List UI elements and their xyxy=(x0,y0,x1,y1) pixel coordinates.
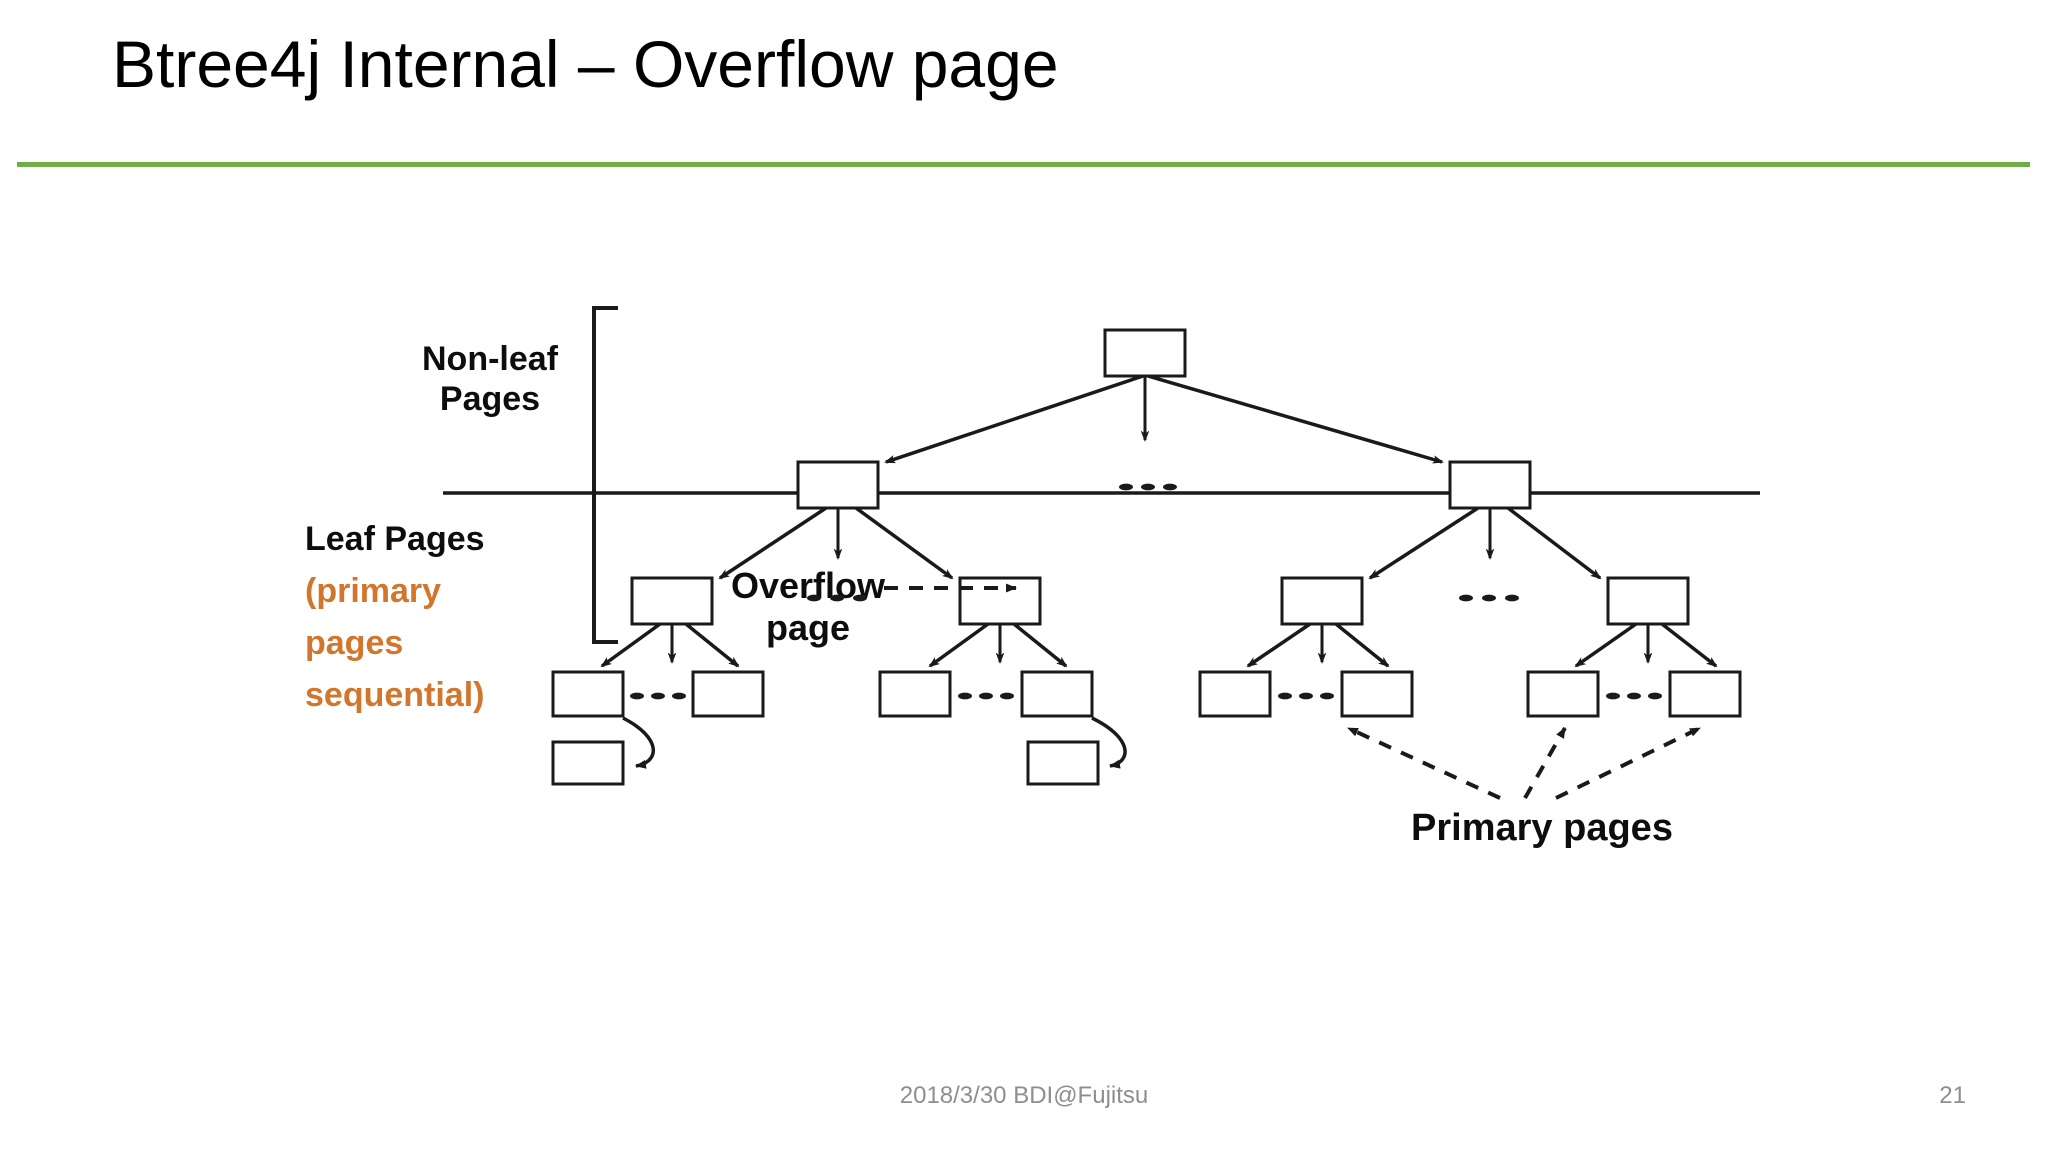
overflow-page-label-line2: page xyxy=(766,607,850,648)
tree-edges-to-leaf-1 xyxy=(602,622,738,668)
leaf-page-3b xyxy=(1340,670,1414,718)
ellipsis-leaf-3 xyxy=(1278,692,1334,700)
leaf-page-3a xyxy=(1198,670,1272,718)
node-nonleaf-3 xyxy=(1280,576,1364,626)
page-title: Btree4j Internal – Overflow page xyxy=(112,27,1059,101)
non-leaf-bracket xyxy=(592,306,618,644)
node-root xyxy=(1103,328,1187,378)
node-internal-left xyxy=(796,460,880,510)
node-nonleaf-1 xyxy=(630,576,714,626)
leaf-pages-label: Leaf Pages xyxy=(305,520,485,558)
leaf-page-4a xyxy=(1526,670,1600,718)
ellipsis-leaf-4 xyxy=(1606,692,1662,700)
footer-page-number: 21 xyxy=(1939,1082,1966,1109)
node-nonleaf-2 xyxy=(958,576,1042,626)
leaf-pages-note-line2: pages xyxy=(305,624,403,662)
leaf-pages-note-line3: sequential) xyxy=(305,676,484,714)
leaf-page-2b xyxy=(1020,670,1094,718)
leaf-page-2a xyxy=(878,670,952,718)
tree-edges-to-leaf-2 xyxy=(930,622,1066,668)
overflow-page-box-2 xyxy=(1026,740,1100,786)
tree-edges-level2-left xyxy=(720,506,952,580)
tree-edges-to-leaf-3 xyxy=(1248,622,1388,668)
ellipsis-level2-right xyxy=(1459,594,1519,602)
leaf-pages-note-line1: (primary xyxy=(305,572,441,610)
title-underline-rule xyxy=(17,162,2030,167)
primary-pages-callout-arrows xyxy=(1347,726,1701,800)
leaf-page-1b xyxy=(691,670,765,718)
footer-date: 2018/3/30 BDI@Fujitsu xyxy=(899,1082,1149,1109)
node-internal-right xyxy=(1448,460,1532,510)
overflow-link-curve-1 xyxy=(622,716,655,769)
btree-overflow-diagram: Non-leaf Pages Leaf Pages (primary pages… xyxy=(0,190,2048,890)
non-leaf-label-line1: Non-leaf xyxy=(422,340,559,378)
overflow-link-curve-2 xyxy=(1091,716,1127,769)
tree-edges-to-leaf-4 xyxy=(1576,622,1716,668)
ellipsis-leaf-2 xyxy=(958,692,1014,700)
ellipsis-level2-left xyxy=(807,594,867,602)
ellipsis-root xyxy=(1119,483,1177,491)
tree-edges-level1 xyxy=(886,374,1442,464)
non-leaf-label-line2: Pages xyxy=(440,380,540,418)
leaf-page-4b xyxy=(1668,670,1742,718)
primary-pages-label: Primary pages xyxy=(1411,807,1673,849)
tree-edges-level2-right xyxy=(1370,506,1600,580)
node-nonleaf-4 xyxy=(1606,576,1690,626)
leaf-page-1a xyxy=(551,670,625,718)
overflow-page-box-1 xyxy=(551,740,625,786)
ellipsis-leaf-1 xyxy=(630,692,686,700)
